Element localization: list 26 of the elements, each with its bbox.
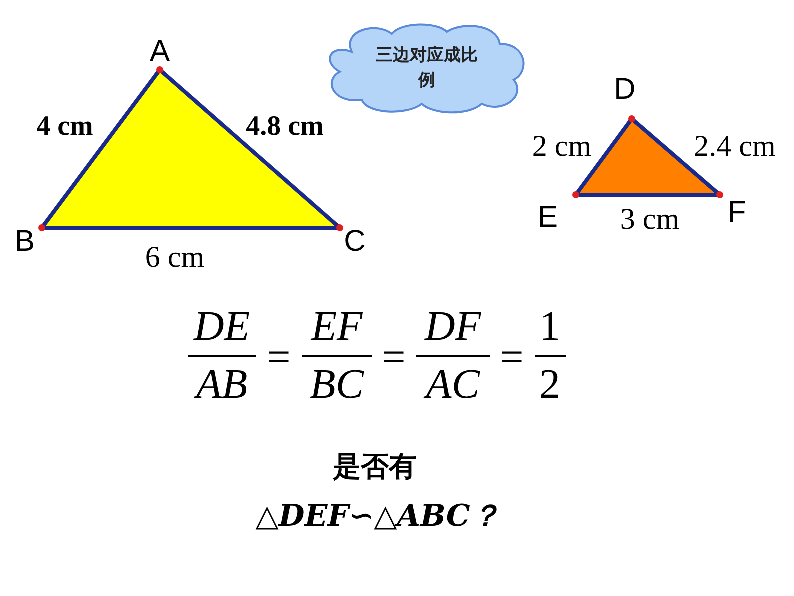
fraction-denominator: 2 <box>540 364 560 406</box>
side-length: 4 cm <box>36 113 94 141</box>
question-text: 是否有 <box>333 453 417 481</box>
side-length: 4.8 cm <box>246 113 324 141</box>
fraction-numerator: 1 <box>540 306 560 348</box>
vertex-label: D <box>614 75 636 105</box>
side-length: 3 cm <box>620 205 680 235</box>
equals-sign: = <box>382 337 406 379</box>
fraction-numerator: DF <box>425 306 481 348</box>
similarity-statement: △DEF∽△ABC？ <box>256 502 500 532</box>
callout-text: 三边对应成比例 <box>375 44 479 92</box>
side-length: 6 cm <box>145 243 205 273</box>
fraction-numerator: EF <box>311 306 363 348</box>
vertex-label: B <box>15 227 35 257</box>
side-length: 2.4 cm <box>694 132 776 162</box>
equals-sign: = <box>267 337 291 379</box>
fraction-denominator: BC <box>310 364 364 406</box>
equals-sign: = <box>500 337 524 379</box>
vertex-label: E <box>538 203 558 233</box>
vertex-label: C <box>344 227 366 257</box>
vertex-label: A <box>150 37 170 67</box>
vertex-label: F <box>728 198 746 228</box>
fraction-denominator: AC <box>426 364 480 406</box>
fraction-numerator: DE <box>194 306 250 348</box>
fraction-denominator: AB <box>196 364 248 406</box>
side-length: 2 cm <box>532 132 592 162</box>
